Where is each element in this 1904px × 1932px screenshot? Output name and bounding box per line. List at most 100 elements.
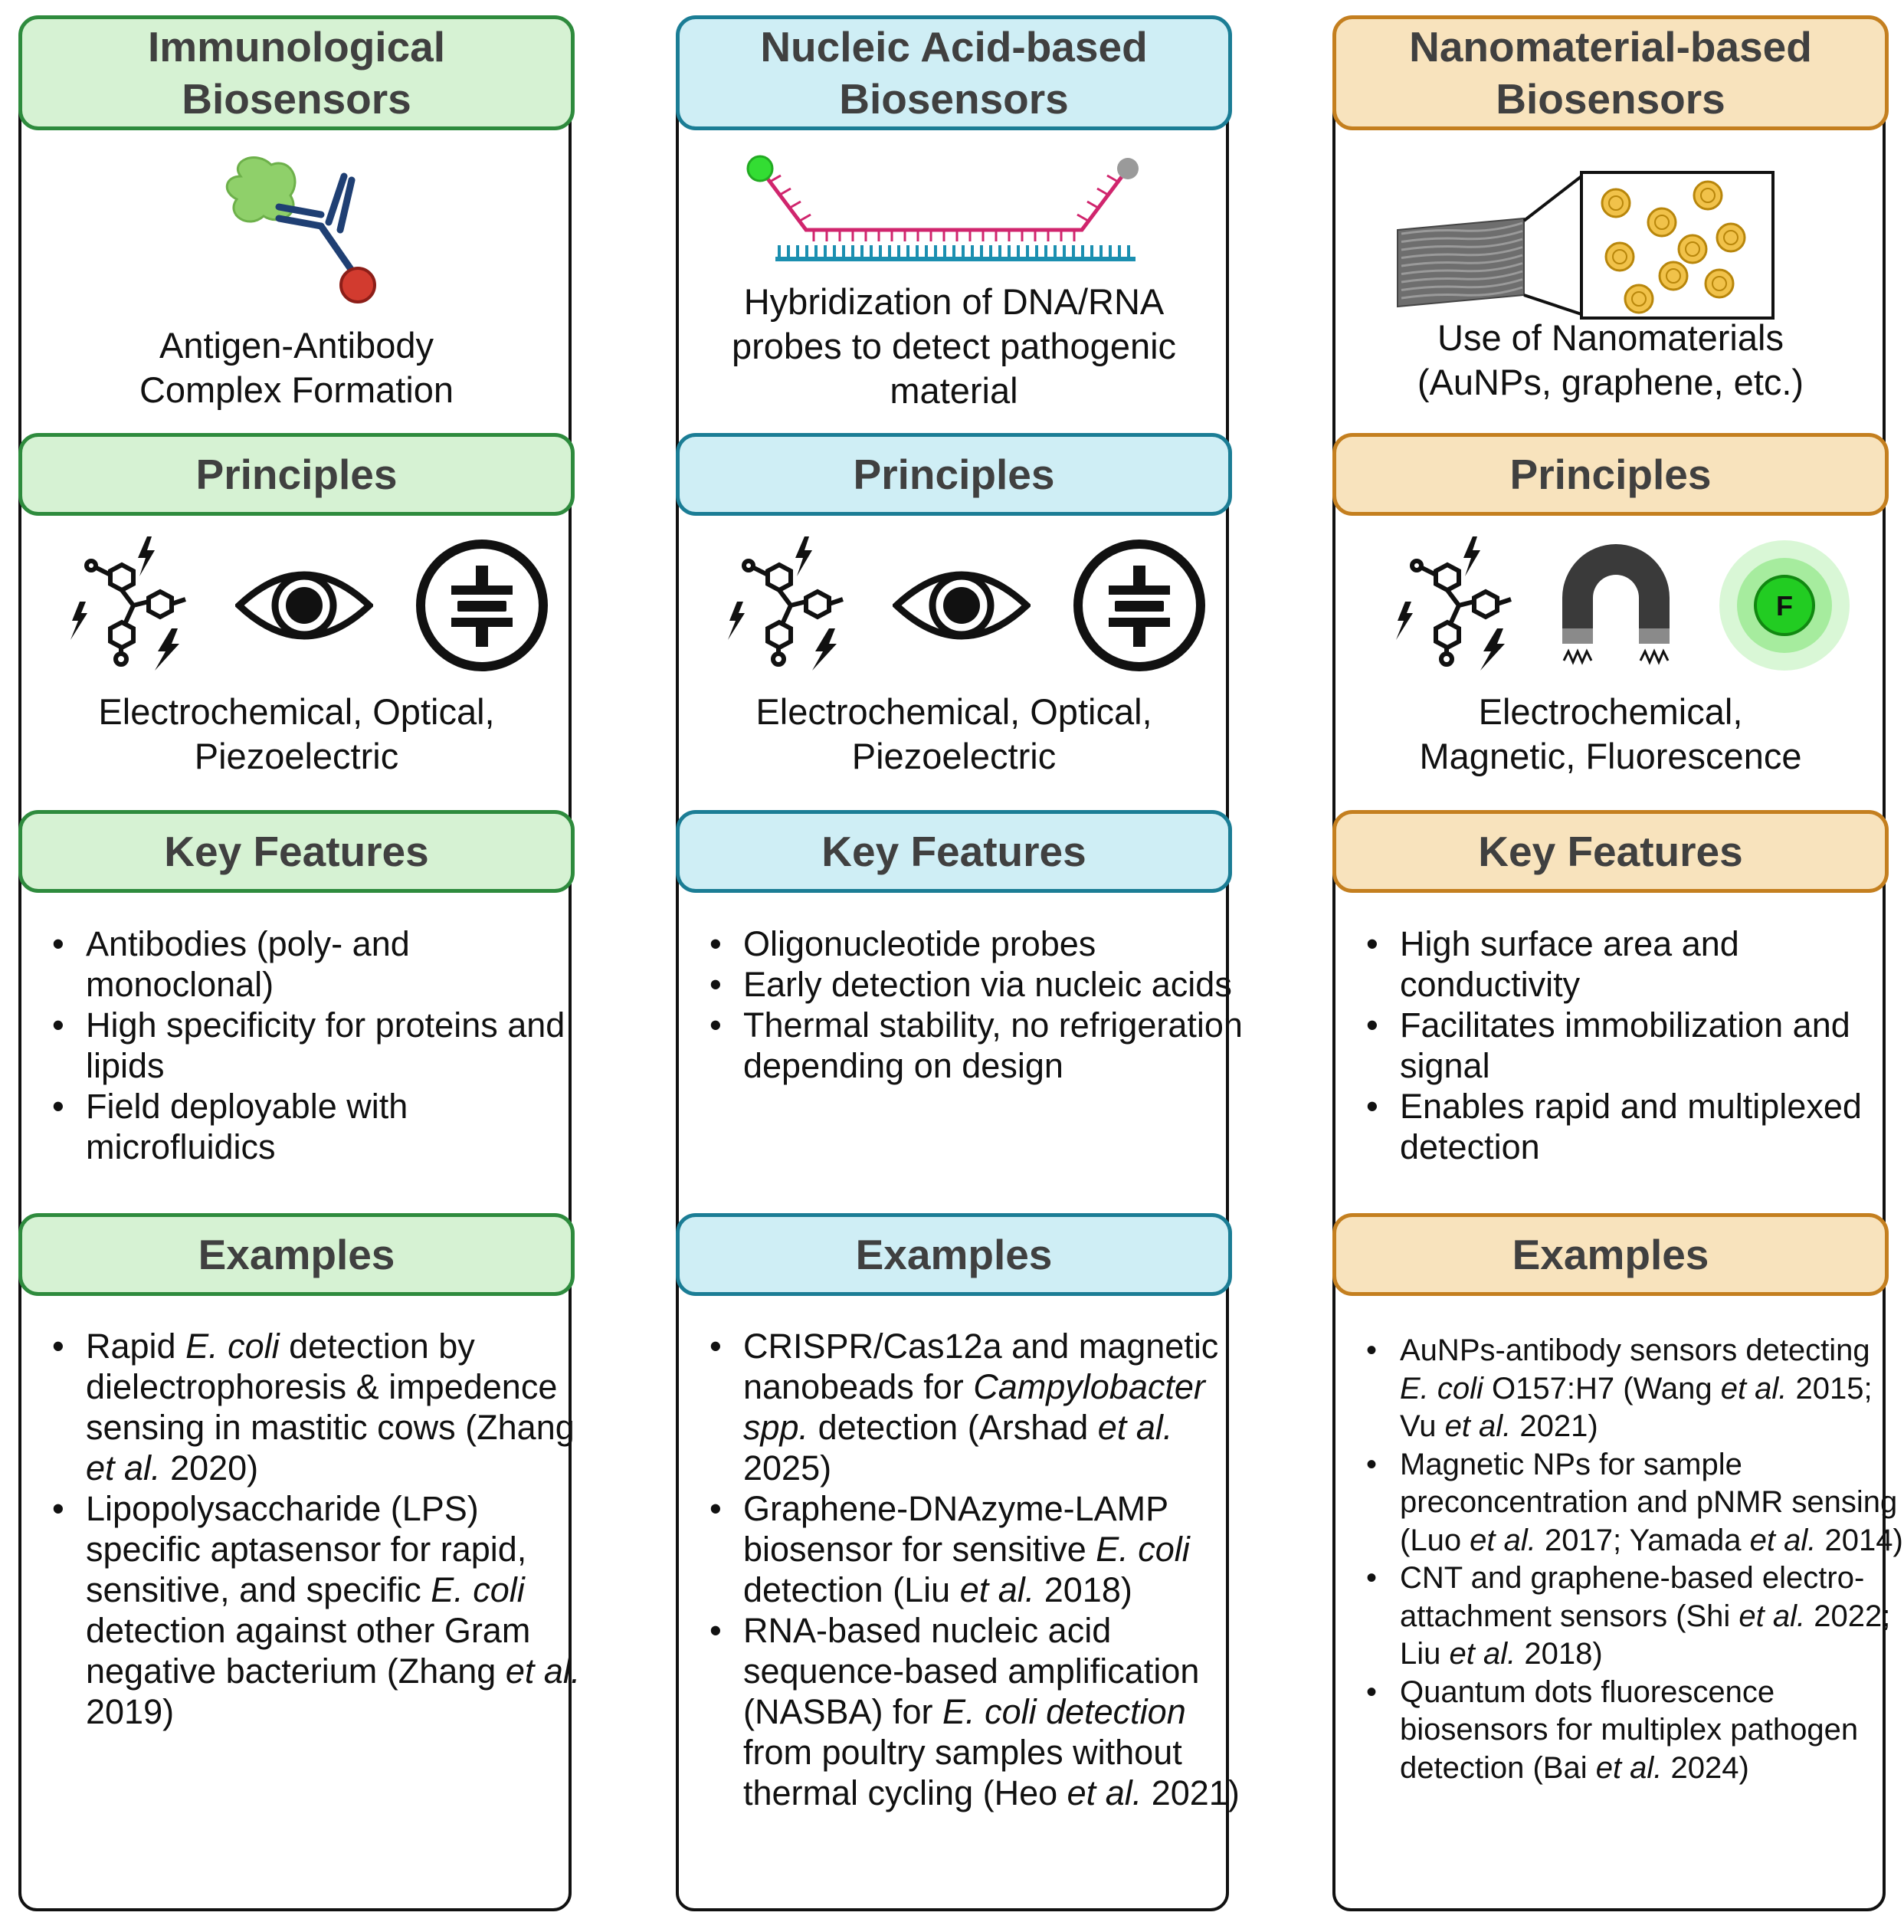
- example-italic-run: E. coli: [1400, 1371, 1483, 1406]
- gold-nanoparticle-core: [1654, 215, 1670, 230]
- example-text-run: detection (Liu: [743, 1570, 960, 1609]
- fluorescence-icon: F: [1719, 540, 1850, 671]
- gold-nanoparticle-core: [1685, 241, 1700, 257]
- gold-nanoparticle: [1647, 207, 1677, 238]
- example-italic-run: et al.: [1739, 1599, 1806, 1633]
- example-italic-run: et al.: [1097, 1408, 1173, 1447]
- mechanism-text: Use of Nanomaterials (AuNPs, graphene, e…: [1417, 317, 1804, 402]
- example-text-run: Rapid: [86, 1327, 186, 1366]
- principles-text: Electrochemical, Optical, Piezoelectric: [98, 691, 495, 776]
- example-italic-run: et al.: [1720, 1371, 1788, 1406]
- example-text-run: 2018): [1516, 1637, 1603, 1671]
- principles-label: Principles: [195, 451, 398, 498]
- example-italic-run: et al.: [1444, 1409, 1512, 1443]
- column-title: Nucleic Acid-based Biosensors: [676, 15, 1232, 130]
- example-item: Lipopolysaccharide (LPS) specific aptase…: [52, 1488, 592, 1732]
- examples-label: Examples: [198, 1231, 395, 1278]
- examples-header: Examples: [1332, 1213, 1889, 1296]
- dna-probe-hybridization-icon: [746, 155, 1139, 261]
- gold-nanoparticle-core: [1700, 188, 1716, 203]
- example-text-run: detection by dielectrophoresis & impeden…: [86, 1327, 575, 1447]
- example-text-run: Graphene-DNAzyme-LAMP biosensor for sens…: [743, 1489, 1168, 1569]
- gold-nanoparticles-icon: [1601, 180, 1746, 314]
- antigen-antibody-icon: [226, 156, 376, 303]
- example-italic-run: et al.: [1470, 1523, 1536, 1557]
- example-text-run: Magnetic NPs for sample preconcentration…: [1400, 1447, 1898, 1557]
- example-item: CNT and graphene-based electro-attachmen…: [1366, 1560, 1904, 1674]
- example-text-run: 2024): [1662, 1750, 1749, 1785]
- feature-item: Thermal stability, no refrigeration depe…: [709, 1005, 1249, 1086]
- eye-icon: [235, 571, 373, 640]
- examples-label: Examples: [1512, 1231, 1709, 1278]
- examples-list: CRISPR/Cas12a and magnetic nanobeads for…: [706, 1326, 1249, 1813]
- piezo-crystal-icon: [416, 540, 548, 671]
- example-item: Graphene-DNAzyme-LAMP biosensor for sens…: [709, 1488, 1249, 1610]
- key-features-label: Key Features: [1478, 828, 1743, 875]
- principles-label: Principles: [853, 451, 1055, 498]
- molecule-lightning-icon: [70, 536, 186, 671]
- example-italic-run: Campylobacter spp.: [743, 1367, 1205, 1447]
- feature-item: Antibodies (poly- and monoclonal): [52, 923, 592, 1005]
- example-text-run: 2017; Yamada: [1535, 1523, 1750, 1557]
- example-text-run: 2020): [160, 1448, 259, 1488]
- molecule-lightning-icon: [1396, 536, 1512, 671]
- example-text-run: 2025): [743, 1448, 832, 1488]
- column-title-text: Nanomaterial-based Biosensors: [1409, 23, 1812, 123]
- column-title: Nanomaterial-based Biosensors: [1332, 15, 1889, 130]
- examples-header: Examples: [676, 1213, 1232, 1296]
- examples-list: AuNPs-antibody sensors detecting E. coli…: [1363, 1332, 1904, 1787]
- example-text-run: 2022; Liu: [1400, 1599, 1891, 1671]
- graphene-stack-icon: [1397, 217, 1525, 308]
- gold-nanoparticle: [1624, 284, 1654, 314]
- example-text-run: 2014): [1816, 1523, 1903, 1557]
- example-italic-run: et al.: [505, 1652, 581, 1691]
- example-item: Rapid E. coli detection by dielectrophor…: [52, 1326, 592, 1488]
- example-text-run: detection against other Gram negative ba…: [86, 1611, 531, 1691]
- examples-label: Examples: [855, 1231, 1053, 1278]
- gold-nanoparticle-core: [1608, 195, 1624, 211]
- key-features-header: Key Features: [676, 810, 1232, 893]
- gold-nanoparticle: [1604, 241, 1635, 272]
- eye-icon: [893, 571, 1031, 640]
- mechanism-text: Antigen-Antibody Complex Formation: [139, 325, 454, 410]
- gold-nanoparticle: [1704, 268, 1735, 299]
- column-title-text: Immunological Biosensors: [147, 23, 446, 123]
- key-features-header: Key Features: [1332, 810, 1889, 893]
- column-nanomaterial: Nanomaterial-based Biosensors Use of Nan…: [1332, 15, 1903, 1916]
- example-text-run: from poultry samples without thermal cyc…: [743, 1733, 1182, 1812]
- example-text-run: 2018): [1034, 1570, 1132, 1609]
- molecule-lightning-icon: [728, 536, 844, 671]
- example-italic-run: E. coli: [185, 1327, 280, 1366]
- principles-header: Principles: [18, 433, 575, 516]
- gold-nanoparticle: [1601, 188, 1631, 218]
- key-features-list: Antibodies (poly- and monoclonal) High s…: [49, 923, 592, 1167]
- column-title-text: Nucleic Acid-based Biosensors: [760, 23, 1148, 123]
- column-title: Immunological Biosensors: [18, 15, 575, 130]
- principle-icons-row: F: [1332, 536, 1889, 674]
- column-nucleic-acid: Nucleic Acid-based Biosensors Hybridizat…: [676, 15, 1243, 1916]
- key-features-label: Key Features: [164, 828, 429, 875]
- feature-item: Oligonucleotide probes: [709, 923, 1249, 964]
- feature-item: Facilitates immobilization and signal: [1366, 1005, 1904, 1086]
- gold-nanoparticle-core: [1666, 268, 1681, 284]
- gold-nanoparticle: [1658, 261, 1689, 291]
- example-text-run: 2015; Vu: [1400, 1371, 1873, 1444]
- example-text-run: CRISPR/Cas12a and magnetic nanobeads for: [743, 1327, 1219, 1406]
- principles-header: Principles: [676, 433, 1232, 516]
- example-italic-run: et al.: [1749, 1523, 1817, 1557]
- example-item: CRISPR/Cas12a and magnetic nanobeads for…: [709, 1326, 1249, 1488]
- example-text-run: RNA-based nucleic acid sequence-based am…: [743, 1611, 1200, 1731]
- key-features-list: High surface area and conductivity Facil…: [1363, 923, 1904, 1167]
- example-text-run: 2021): [1511, 1409, 1598, 1443]
- example-item: AuNPs-antibody sensors detecting E. coli…: [1366, 1332, 1904, 1446]
- magnet-icon: [1562, 544, 1670, 665]
- example-italic-run: et al.: [959, 1570, 1035, 1609]
- example-item: RNA-based nucleic acid sequence-based am…: [709, 1610, 1249, 1813]
- example-italic-run: E. coli: [431, 1570, 525, 1609]
- piezo-crystal-icon: [1073, 540, 1205, 671]
- principles-text: Electrochemical, Magnetic, Fluorescence: [1419, 691, 1802, 776]
- example-italic-run: et al.: [1595, 1750, 1663, 1785]
- gold-nanoparticle-core: [1631, 291, 1647, 307]
- gold-nanoparticle-core: [1712, 276, 1727, 291]
- gold-nanoparticle-core: [1723, 230, 1739, 245]
